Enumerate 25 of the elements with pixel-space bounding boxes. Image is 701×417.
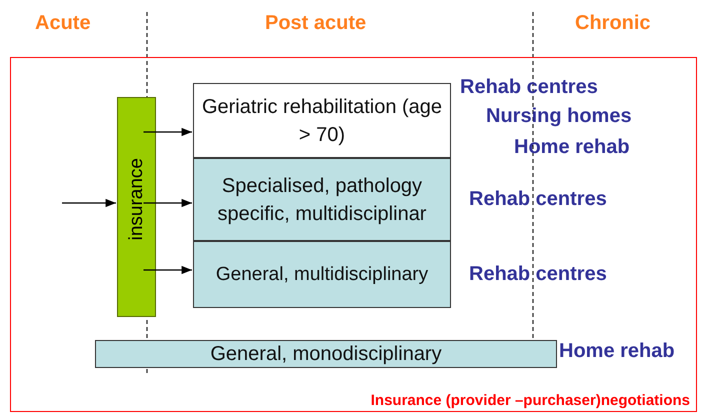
service-box [193,241,451,308]
provider-label: Home rehab [514,136,630,159]
arrow [144,198,192,208]
arrow [144,128,192,136]
node-label: General, multidisciplinary [214,262,430,286]
provider-label: Nursing homes [486,105,632,128]
provider-label: Rehab centres [460,76,598,99]
frame-box [10,57,697,412]
node-label: Geriatric rehabilitation (age > 70) [200,94,444,148]
provider-label: Rehab centres [469,263,607,286]
service-box [95,340,557,368]
service-box [193,83,451,158]
insurance-bar [117,97,156,317]
node-label: insurance [126,158,148,240]
note-text: Insurance (provider –purchaser)negotiations [370,392,690,409]
phase-label: Chronic [575,12,651,35]
phase-label: Post acute [265,12,366,35]
provider-label: Rehab centres [469,188,607,211]
arrow [144,266,192,274]
service-box [193,158,451,241]
phase-label: Acute [35,12,91,35]
provider-label: Home rehab [559,340,675,363]
node-label: General, monodisciplinary [209,342,443,367]
node-label: Specialised, pathology specific, multidisciplinar [216,174,428,226]
arrow [62,198,116,208]
